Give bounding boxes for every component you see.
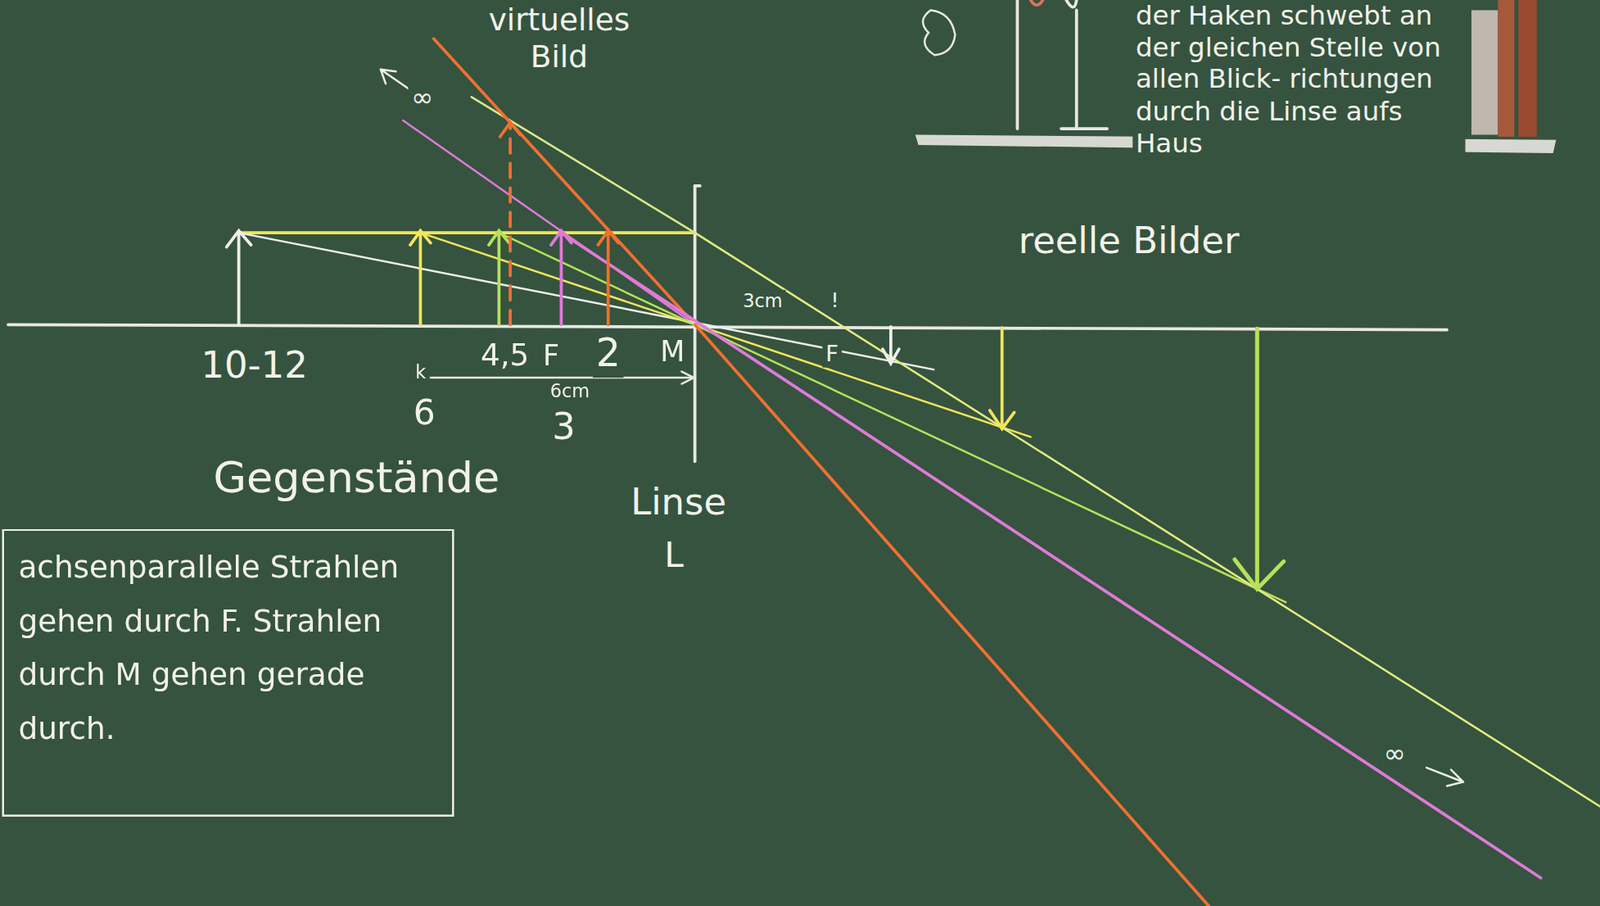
chalk-label: 6	[410, 392, 439, 434]
chalk-label: k	[411, 361, 429, 384]
rule-text: achsenparallele Strahlen gehen durch F. …	[4, 530, 452, 766]
rule-box: achsenparallele Strahlen gehen durch F. …	[1, 528, 454, 817]
chalk-label: F	[539, 338, 563, 374]
chalk-label: ∞	[407, 81, 436, 114]
chalk-label: der Haken schwebt an der gleichen Stelle…	[1132, 0, 1465, 159]
chalk-label: M	[657, 334, 689, 370]
chalk-label: !	[827, 287, 842, 312]
chalk-label: Gegenstände	[210, 451, 503, 504]
chalk-label: 6cm	[546, 379, 593, 403]
chalk-label: 4,5	[477, 336, 533, 374]
chalk-label: F	[822, 340, 841, 368]
chalk-label: 10-12	[198, 343, 312, 388]
chalk-label: ∞	[1380, 737, 1409, 770]
chalk-label: 3	[548, 403, 579, 448]
chalk-label: 3cm	[739, 289, 786, 312]
chalk-label: virtuelles Bild	[479, 1, 639, 76]
chalk-label: L	[661, 533, 688, 576]
chalk-label: Linse	[627, 479, 729, 525]
chalk-label: reelle Bilder	[1015, 218, 1243, 263]
chalk-label: 2	[592, 330, 624, 378]
